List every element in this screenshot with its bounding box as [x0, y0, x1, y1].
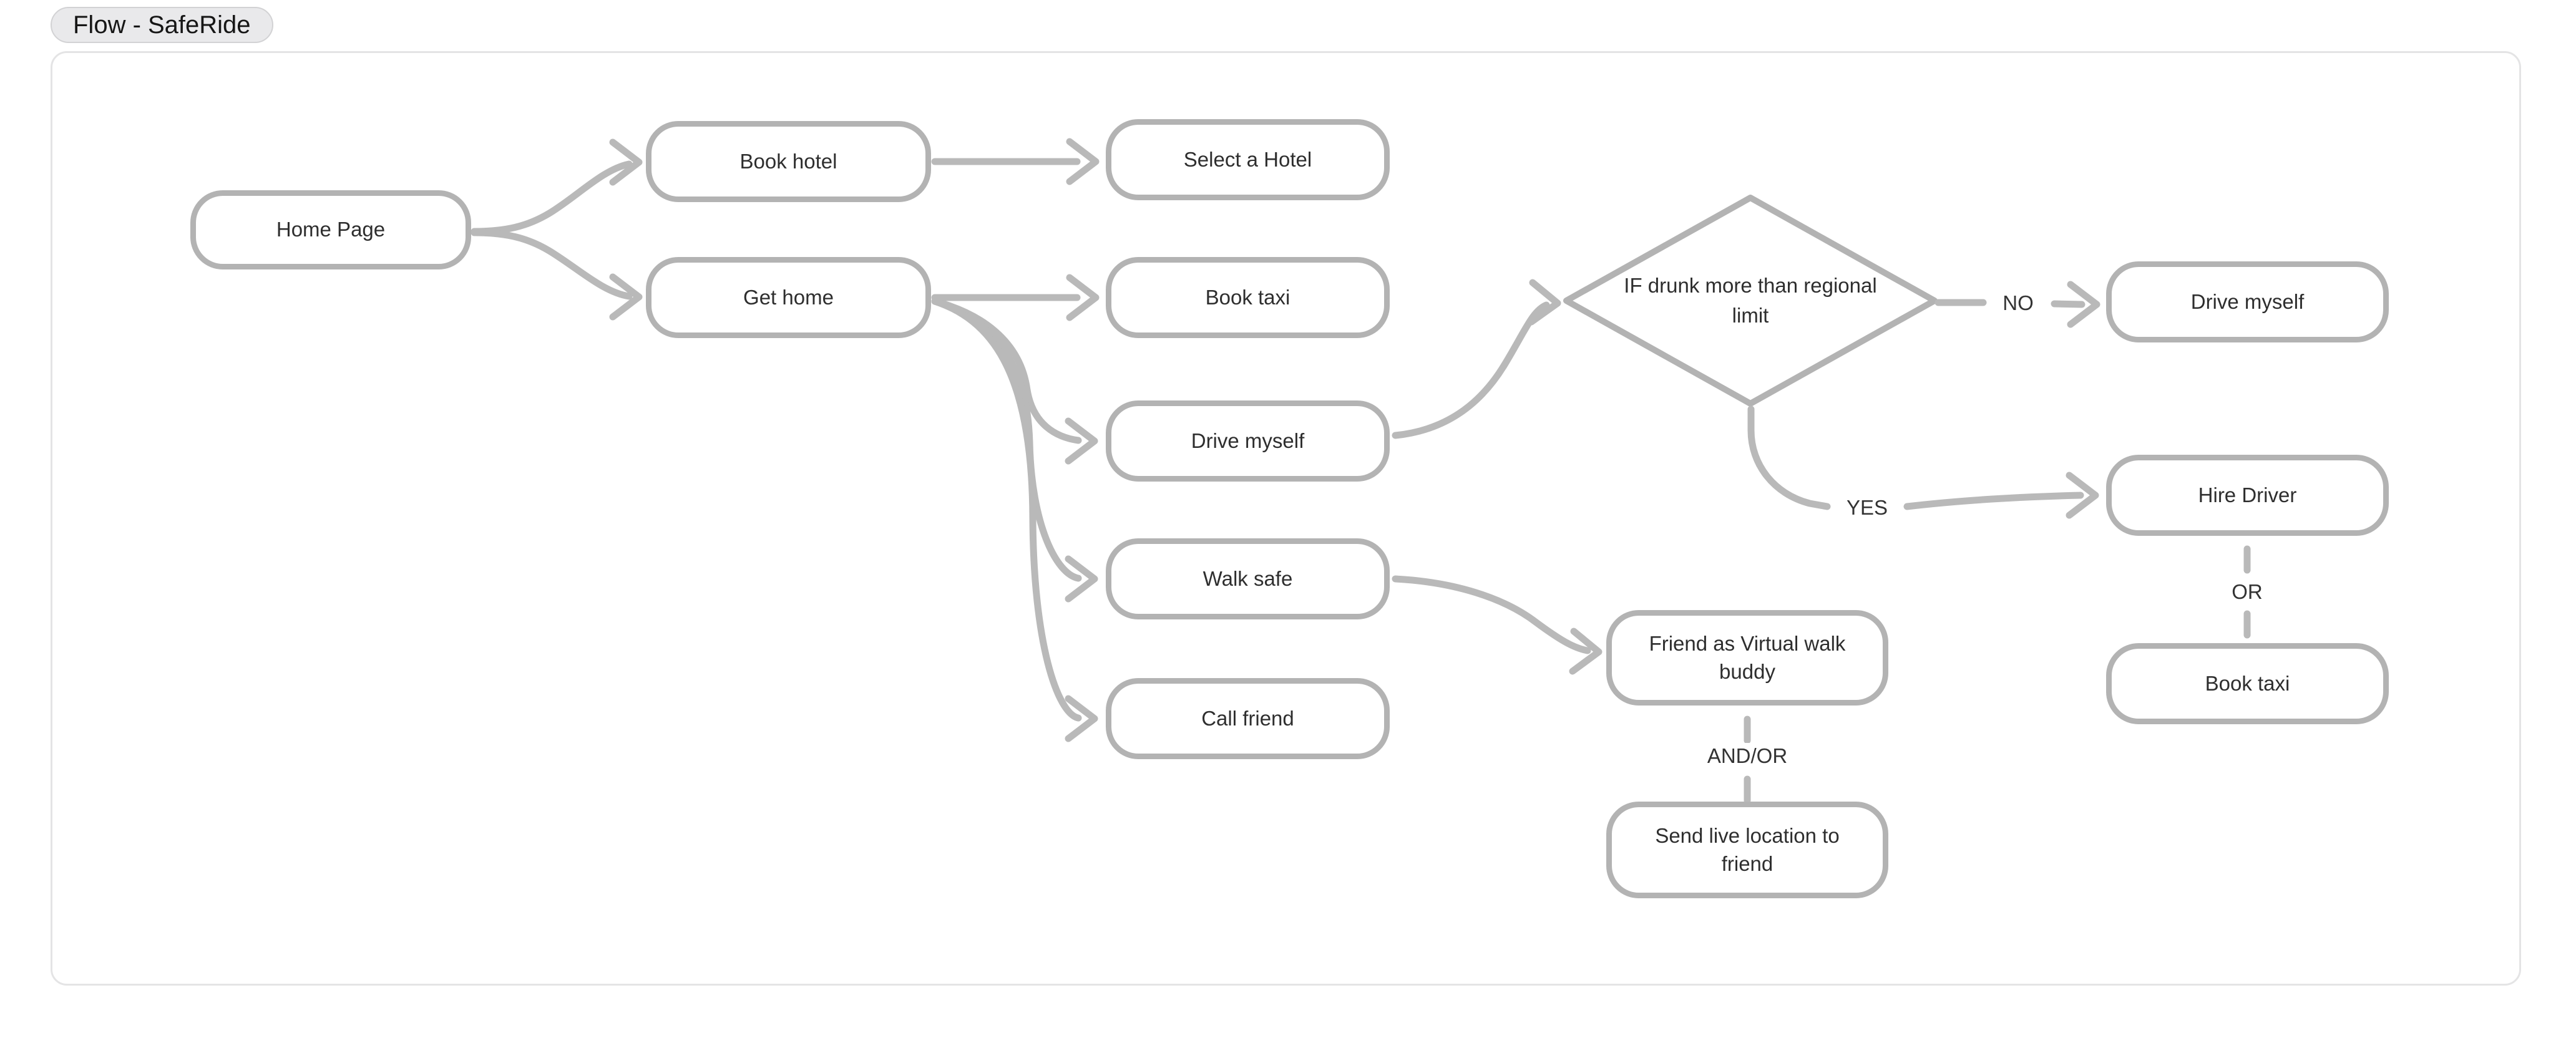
node-book-taxi-mid[interactable]: Book taxi	[1106, 257, 1390, 338]
edge-get-home-to-walk-safe-arrowhead	[1065, 555, 1098, 603]
edge-label-and-or: AND/OR	[1702, 743, 1793, 769]
node-book-hotel[interactable]: Book hotel	[646, 121, 931, 202]
node-select-a-hotel[interactable]: Select a Hotel	[1106, 119, 1390, 200]
edge-get-home-to-drive-myself-arrowhead	[1065, 417, 1098, 465]
edge-get-home-to-book-taxi-arrowhead	[1066, 274, 1100, 321]
edge-walk-safe-to-friend-buddy-arrowhead	[1569, 628, 1603, 675]
edge-yes-to-hire-driver	[1903, 492, 2084, 510]
node-walk-safe[interactable]: Walk safe	[1106, 538, 1390, 619]
edge-drive-myself-to-decision	[1392, 301, 1550, 439]
node-hire-driver[interactable]: Hire Driver	[2106, 455, 2389, 536]
edge-get-home-to-call-friend	[931, 298, 1082, 722]
edge-get-home-to-call-friend-arrowhead	[1065, 695, 1098, 742]
edge-home-to-get-home	[471, 229, 633, 300]
node-drive-myself-right[interactable]: Drive myself	[2106, 261, 2389, 342]
node-call-friend[interactable]: Call friend	[1106, 678, 1390, 759]
node-home-page[interactable]: Home Page	[190, 190, 471, 269]
edge-home-to-get-home-arrowhead	[609, 273, 643, 321]
node-decision-label: IF drunk more than regional limit	[1624, 274, 1877, 327]
flow-title-pill[interactable]: Flow - SafeRide	[51, 7, 273, 43]
edge-book-hotel-to-select-hotel-arrowhead	[1066, 138, 1100, 185]
node-friend-virtual-walk-buddy[interactable]: Friend as Virtual walk buddy	[1606, 610, 1888, 706]
node-drive-myself-mid[interactable]: Drive myself	[1106, 400, 1390, 482]
edge-decision-yes-curve	[1747, 405, 1831, 510]
node-get-home[interactable]: Get home	[646, 257, 931, 338]
edge-walk-safe-to-friend-buddy	[1392, 575, 1591, 654]
node-send-live-location[interactable]: Send live location to friend	[1606, 802, 1888, 898]
edge-label-or: OR	[2227, 579, 2268, 605]
edge-home-to-book-hotel	[471, 160, 633, 235]
edge-decision-no-arrowhead	[2067, 281, 2100, 328]
node-book-taxi-right[interactable]: Book taxi	[2106, 643, 2389, 724]
edge-yes-to-hire-driver-arrowhead	[2066, 472, 2099, 519]
edge-label-no: NO	[1998, 290, 2039, 316]
decision-diamond-shape[interactable]	[1563, 195, 1938, 407]
edge-label-yes: YES	[1841, 495, 1893, 521]
edge-drive-myself-to-decision-arrowhead	[1528, 279, 1561, 326]
edge-home-to-book-hotel-arrowhead	[609, 138, 643, 186]
